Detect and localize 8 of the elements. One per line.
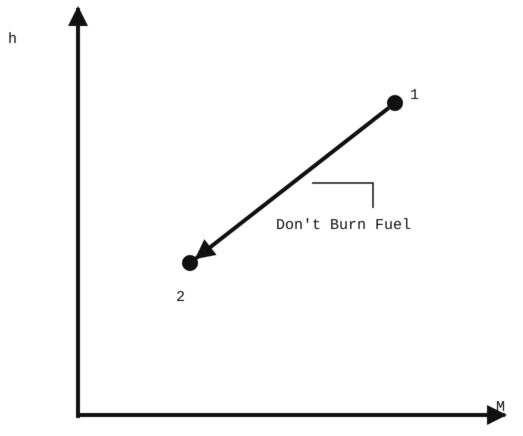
- point-label: 2: [176, 290, 186, 305]
- point-dot: [387, 95, 403, 111]
- point-label: 1: [410, 88, 420, 103]
- axis-label: h: [8, 32, 18, 47]
- point-dot: [182, 255, 198, 271]
- axis-label: M: [496, 400, 506, 415]
- edge-label: Don't Burn Fuel: [276, 218, 412, 233]
- arrow: [194, 106, 390, 260]
